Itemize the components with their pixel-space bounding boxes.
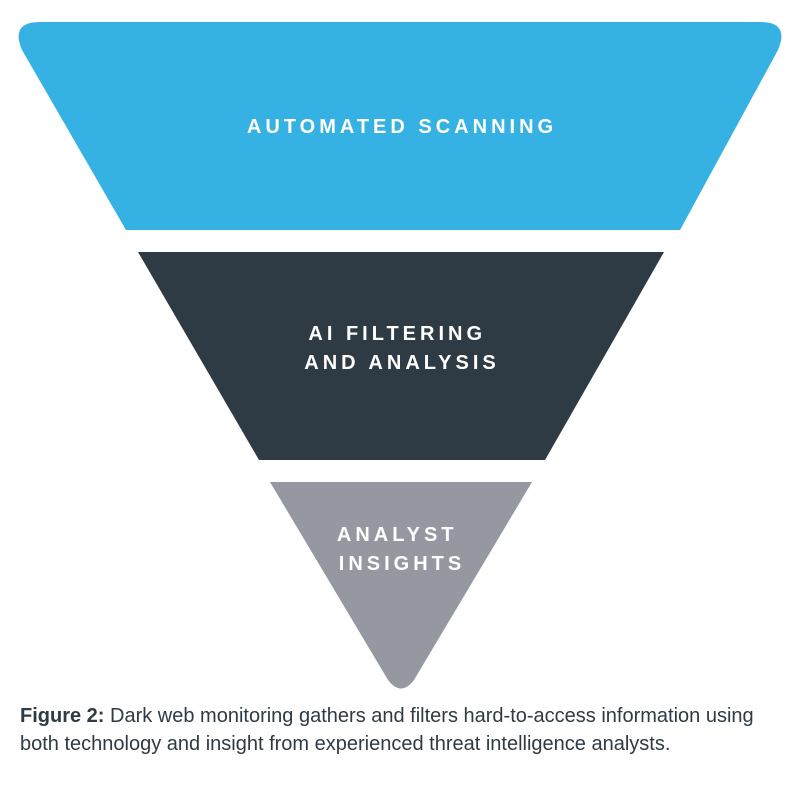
tier-label-ai-filtering: AI FILTERING AND ANALYSIS — [304, 323, 499, 374]
figure-caption: Figure 2: Dark web monitoring gathers an… — [20, 702, 780, 758]
tier-automated-scanning — [18, 22, 782, 230]
figure-label: Figure 2: — [20, 705, 105, 727]
tier-label-automated-scanning: AUTOMATED SCANNING — [247, 116, 557, 138]
tier-ai-filtering — [138, 252, 664, 460]
tier-label-line: AND ANALYSIS — [304, 352, 499, 374]
tier-label-line: AUTOMATED SCANNING — [247, 116, 557, 138]
tier-label-line: AI FILTERING — [308, 323, 486, 345]
caption-text: Dark web monitoring gathers and filters … — [20, 705, 754, 755]
tier-label-analyst-insights: ANALYST INSIGHTS — [337, 524, 467, 575]
tier-label-line: ANALYST — [337, 524, 458, 546]
tier-label-line: INSIGHTS — [339, 553, 465, 575]
tier-analyst-insights — [270, 482, 532, 689]
funnel-diagram: AUTOMATED SCANNING AI FILTERING AND ANAL… — [18, 22, 782, 689]
